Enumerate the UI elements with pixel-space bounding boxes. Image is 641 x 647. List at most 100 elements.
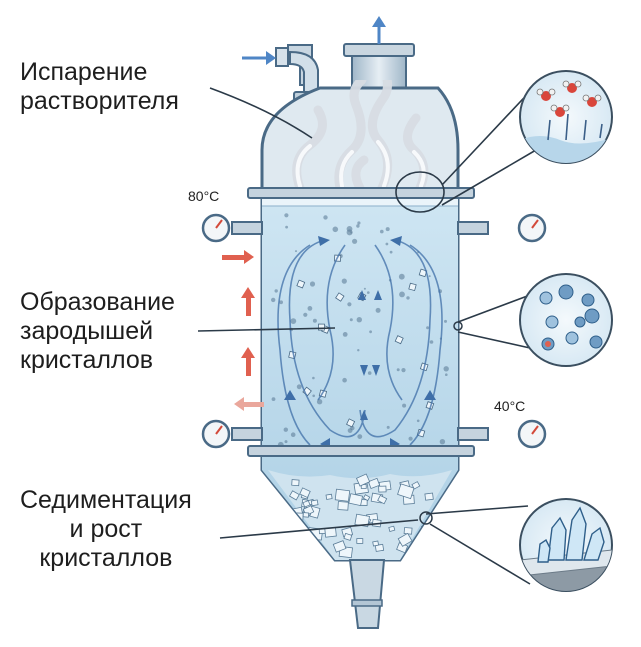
crystal-nucleus: [346, 418, 356, 428]
particle: [271, 397, 276, 401]
crystal-nucleus: [416, 428, 426, 438]
thermometer-gauge-icon: [201, 213, 547, 449]
particle: [369, 330, 372, 334]
sediment-crystal: [348, 493, 364, 507]
particle: [363, 287, 366, 290]
particle: [347, 428, 353, 433]
particle: [357, 221, 361, 225]
crystal-nucleus: [418, 268, 428, 278]
sediment-crystal: [397, 483, 415, 500]
particle: [385, 227, 390, 232]
circulation-flows: [277, 239, 443, 446]
particle: [375, 307, 381, 313]
label-nucleation-line3: кристаллов: [20, 346, 154, 374]
ion: [545, 315, 559, 329]
sediment-crystal: [355, 473, 371, 487]
label-nucleation-line2: зародышей: [20, 317, 154, 345]
particle: [386, 425, 390, 429]
sediment-crystal: [302, 500, 311, 508]
sediment-crystal: [289, 490, 300, 501]
particle: [399, 291, 405, 298]
crystal-nucleus: [296, 279, 306, 289]
sediment-crystal: [397, 532, 413, 547]
label-evaporation-line2: растворителя: [20, 87, 179, 115]
particle: [290, 432, 296, 438]
sediment-crystal: [367, 477, 381, 490]
particle: [439, 439, 446, 445]
particle: [402, 403, 407, 408]
sediment-marker: [419, 511, 433, 525]
particle: [385, 242, 389, 246]
particle: [349, 318, 353, 322]
sediment-crystal: [388, 525, 396, 532]
particle: [303, 312, 308, 317]
particle: [307, 306, 313, 311]
particle: [332, 226, 339, 233]
particle: [406, 296, 410, 300]
heat-arrow-icon: [222, 250, 264, 411]
sediment-crystal: [420, 524, 436, 537]
particle: [295, 250, 297, 253]
particle: [357, 349, 360, 352]
particle: [426, 326, 430, 330]
label-sedimentation-line2: и рост: [69, 515, 143, 543]
particle: [346, 226, 353, 232]
particle: [356, 317, 362, 323]
sediment-crystal: [337, 501, 349, 511]
surface-highlight: [395, 171, 445, 213]
particle: [389, 250, 393, 254]
nucleus-marker: [453, 321, 463, 331]
crystal-nucleus: [318, 323, 325, 331]
sediment-crystal: [372, 540, 380, 547]
sediment-crystal: [424, 492, 434, 501]
ion: [558, 284, 574, 300]
particle: [367, 371, 372, 375]
particle: [416, 419, 420, 423]
callout-lines: [197, 84, 537, 585]
particle: [284, 440, 288, 444]
particle: [367, 291, 370, 294]
particle: [309, 281, 316, 287]
sediment-crystal: [299, 487, 311, 499]
sediment-crystal: [411, 481, 421, 490]
particle: [290, 318, 297, 324]
inlet-arrow-icon: [242, 51, 276, 65]
sediment-crystal: [356, 538, 364, 544]
crystal-bed: [268, 470, 452, 560]
particle: [316, 399, 323, 405]
label-nucleation: Образование зародышей кристаллов: [20, 288, 175, 375]
sediment-crystal: [302, 512, 310, 518]
particle: [342, 332, 348, 337]
crystal-nucleus: [408, 282, 417, 292]
particle: [271, 297, 276, 303]
label-evaporation-line1: Испарение: [20, 58, 148, 86]
particle: [279, 300, 283, 305]
crystal-cluster-icon: [537, 506, 605, 563]
zoom-evaporation: [519, 70, 613, 164]
ion-accent: [545, 341, 551, 347]
sediment-crystal: [290, 532, 302, 543]
particle: [285, 225, 288, 229]
particle: [341, 278, 347, 284]
particle: [356, 224, 360, 228]
label-evaporation: Испарение растворителя: [20, 58, 179, 116]
temperature-top: 80°C: [188, 188, 220, 204]
particle: [380, 229, 384, 234]
sediment-crystal: [332, 540, 347, 553]
sediment-crystal: [325, 493, 333, 500]
particle: [398, 273, 405, 280]
particle: [323, 215, 328, 220]
particle: [396, 368, 400, 372]
particle: [312, 318, 317, 323]
particle: [429, 340, 434, 344]
molecule-icon: [536, 80, 602, 117]
crystal-nucleus: [394, 335, 404, 345]
zoom-crystal-growth: [519, 498, 613, 592]
particle: [284, 213, 289, 218]
particle: [408, 436, 413, 441]
particle: [444, 319, 447, 323]
sediment-crystal: [334, 488, 351, 502]
outlet-arrow-icon: [372, 16, 386, 44]
particle: [347, 302, 352, 307]
